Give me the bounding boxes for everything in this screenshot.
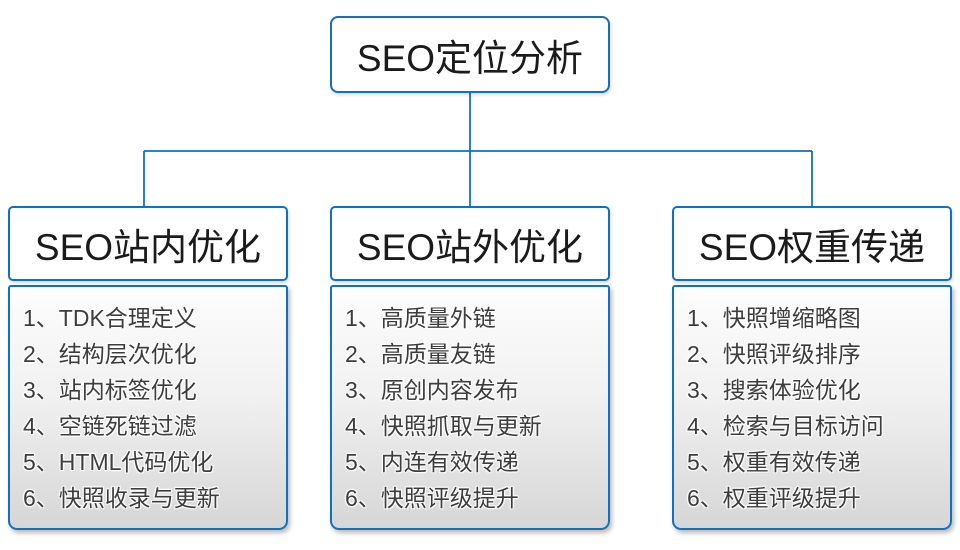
list-item: 2、高质量友链 <box>345 341 496 367</box>
list-item: 3、站内标签优化 <box>23 377 197 403</box>
list-item: 1、TDK合理定义 <box>23 305 197 331</box>
list-item: 3、搜索体验优化 <box>687 377 861 403</box>
branch-title: SEO站外优化 <box>356 226 584 268</box>
root-node-label: SEO定位分析 <box>356 37 584 79</box>
branch-list-offsite: 1、高质量外链 2、高质量友链 3、原创内容发布 4、快照抓取与更新 5、内连有… <box>330 285 610 530</box>
list-item: 1、快照增缩略图 <box>687 305 861 331</box>
list-item: 4、快照抓取与更新 <box>345 413 542 439</box>
list-item: 6、快照收录与更新 <box>23 485 220 511</box>
list-item: 6、权重评级提升 <box>687 485 861 511</box>
branch-title: SEO站内优化 <box>34 226 262 268</box>
branch-title: SEO权重传递 <box>698 226 926 268</box>
branch-header-offsite: SEO站外优化 <box>330 206 610 281</box>
list-item: 4、空链死链过滤 <box>23 413 197 439</box>
branch-column-weight: SEO权重传递 1、快照增缩略图 2、快照评级排序 3、搜索体验优化 4、检索与… <box>672 206 952 530</box>
list-item: 5、权重有效传递 <box>687 449 861 475</box>
list-item: 2、快照评级排序 <box>687 341 861 367</box>
list-item: 2、结构层次优化 <box>23 341 197 367</box>
list-item: 6、快照评级提升 <box>345 485 519 511</box>
list-item: 5、内连有效传递 <box>345 449 519 475</box>
list-item: 5、HTML代码优化 <box>23 449 214 475</box>
branch-list-weight: 1、快照增缩略图 2、快照评级排序 3、搜索体验优化 4、检索与目标访问 5、权… <box>672 285 952 530</box>
root-node: SEO定位分析 <box>330 16 610 93</box>
list-item: 4、检索与目标访问 <box>687 413 884 439</box>
branch-column-onsite: SEO站内优化 1、TDK合理定义 2、结构层次优化 3、站内标签优化 4、空链… <box>8 206 288 530</box>
branch-column-offsite: SEO站外优化 1、高质量外链 2、高质量友链 3、原创内容发布 4、快照抓取与… <box>330 206 610 530</box>
branch-header-weight: SEO权重传递 <box>672 206 952 281</box>
list-item: 3、原创内容发布 <box>345 377 519 403</box>
branch-list-onsite: 1、TDK合理定义 2、结构层次优化 3、站内标签优化 4、空链死链过滤 5、H… <box>8 285 288 530</box>
branch-header-onsite: SEO站内优化 <box>8 206 288 281</box>
list-item: 1、高质量外链 <box>345 305 496 331</box>
